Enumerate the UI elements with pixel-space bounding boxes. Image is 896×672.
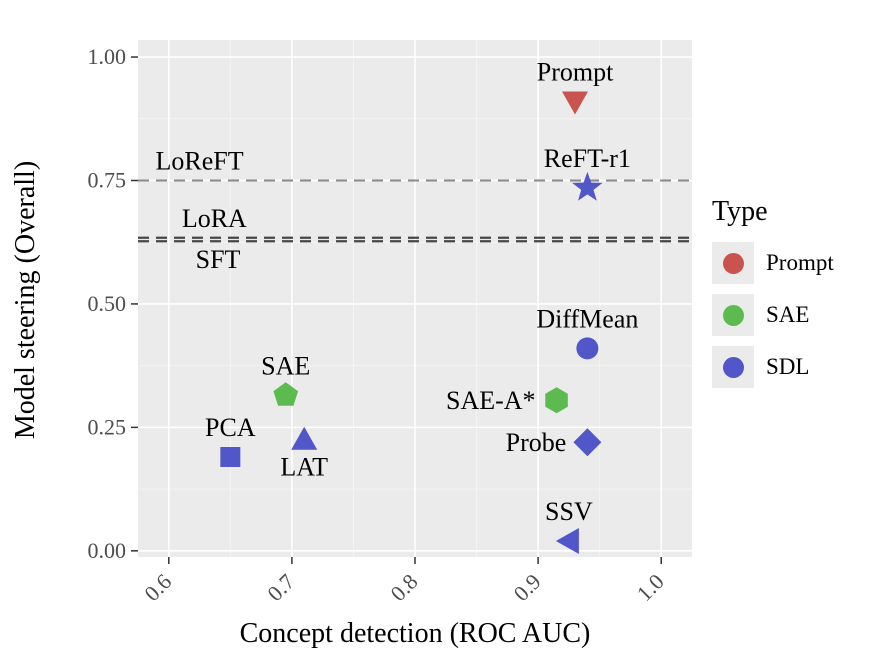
marker-shape — [555, 528, 579, 554]
legend-key — [712, 242, 754, 284]
data-point-marker — [545, 387, 568, 414]
x-tick-label: 0.6 — [139, 569, 176, 606]
data-point-label: LAT — [280, 453, 328, 482]
data-point-marker — [572, 171, 603, 201]
marker-shape — [562, 91, 588, 115]
data-point-label: Probe — [506, 428, 567, 457]
legend-item-label: SDL — [766, 354, 810, 379]
marker-shape — [545, 387, 568, 414]
marker-shape — [573, 428, 602, 457]
y-tick-label: 0.25 — [88, 414, 127, 439]
legend-key — [712, 294, 754, 336]
x-tick-label: 0.9 — [509, 569, 546, 606]
y-tick-label: 0.00 — [88, 538, 127, 563]
data-point-marker — [291, 426, 318, 450]
y-axis-title: Model steering (Overall) — [10, 160, 41, 440]
data-point-marker — [562, 91, 588, 115]
marker-shape — [572, 171, 603, 201]
legend-title: Type — [712, 196, 768, 227]
marker-shape — [291, 426, 318, 450]
legend: Type Prompt SAE SDL — [712, 196, 896, 398]
y-tick-label: 1.00 — [88, 44, 127, 69]
data-point-label: SSV — [545, 497, 593, 526]
data-point-marker — [555, 528, 579, 554]
legend-item-label: Prompt — [766, 250, 834, 275]
marker-shape — [576, 337, 599, 360]
x-tick-label: 0.7 — [262, 569, 299, 606]
data-point-label: DiffMean — [536, 304, 638, 333]
data-point-marker — [273, 382, 299, 406]
legend-item-label: SAE — [766, 302, 810, 327]
y-tick-label: 0.50 — [88, 291, 127, 316]
legend-item-prompt: Prompt — [712, 242, 896, 284]
prompt-dot-icon — [722, 252, 744, 274]
reference-line-label: LoReFT — [156, 146, 244, 175]
legend-key — [712, 346, 754, 388]
data-point-label: ReFT-r1 — [544, 144, 631, 173]
x-tick-label: 1.0 — [632, 569, 669, 606]
data-point-marker — [573, 428, 602, 457]
sae-dot-icon — [722, 304, 744, 326]
marker-shape — [220, 447, 241, 468]
y-tick-label: 0.75 — [88, 167, 127, 192]
x-tick-label: 0.8 — [385, 569, 422, 606]
marker-shape — [273, 382, 299, 406]
data-point-marker — [220, 447, 241, 468]
data-point-label: Prompt — [537, 57, 614, 86]
legend-item-sdl: SDL — [712, 346, 896, 388]
sdl-dot-icon — [722, 356, 744, 378]
data-point-marker — [576, 337, 599, 360]
reference-line-label: LoRA — [182, 204, 247, 233]
data-point-label: SAE-A* — [446, 386, 536, 415]
reference-line-label: SFT — [196, 245, 241, 274]
legend-item-sae: SAE — [712, 294, 896, 336]
x-axis-title: Concept detection (ROC AUC) — [239, 618, 591, 649]
data-point-label: PCA — [205, 413, 256, 442]
data-point-label: SAE — [261, 351, 310, 380]
